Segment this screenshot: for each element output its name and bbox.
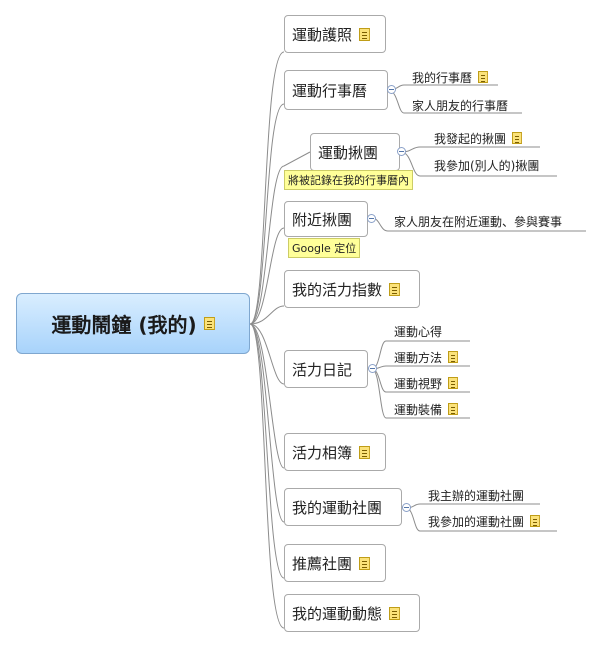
- sub-node[interactable]: 家人朋友在附近運動、參與賽事: [394, 212, 562, 230]
- root-label: 運動鬧鐘 (我的): [51, 313, 197, 337]
- root-node[interactable]: 運動鬧鐘 (我的): [16, 293, 250, 354]
- collapse-toggle-icon[interactable]: [367, 214, 376, 223]
- note-icon[interactable]: [448, 377, 459, 389]
- note-icon[interactable]: [359, 445, 371, 459]
- note-icon[interactable]: [389, 282, 401, 296]
- sub-node[interactable]: 家人朋友的行事曆: [412, 96, 508, 114]
- node-vitality-index[interactable]: 我的活力指數: [284, 270, 420, 308]
- note-icon[interactable]: [359, 27, 371, 41]
- node-label: 我的活力指數: [292, 280, 383, 299]
- note-icon[interactable]: [448, 403, 459, 415]
- sub-node-label: 我參加的運動社團: [428, 514, 525, 529]
- node-sports-passport[interactable]: 運動護照: [284, 15, 386, 53]
- node-label: 運動護照: [292, 25, 353, 44]
- sub-node[interactable]: 運動方法: [394, 348, 459, 366]
- sub-node[interactable]: 我主辦的運動社團: [428, 486, 524, 504]
- collapse-toggle-icon[interactable]: [387, 85, 396, 94]
- sub-node-label: 家人朋友在附近運動、參與賽事: [394, 214, 563, 229]
- collapse-toggle-icon[interactable]: [368, 364, 377, 373]
- node-sports-group[interactable]: 運動揪團: [310, 133, 400, 171]
- sub-node-label: 我的行事曆: [412, 70, 473, 85]
- note-icon[interactable]: [203, 317, 215, 330]
- sub-node-label: 我參加(別人的)揪團: [434, 158, 540, 173]
- callout-tag: 將被記錄在我的行事曆內: [284, 170, 413, 190]
- sub-node-label: 運動心得: [394, 324, 443, 339]
- note-icon[interactable]: [530, 515, 541, 527]
- sub-node-label: 我主辦的運動社團: [428, 488, 525, 503]
- callout-tag: Google 定位: [288, 238, 361, 258]
- node-nearby-groups[interactable]: 附近揪團: [284, 201, 368, 237]
- node-label: 活力日記: [292, 360, 353, 379]
- sub-node[interactable]: 我參加的運動社團: [428, 512, 541, 530]
- sub-node-label: 我發起的揪團: [434, 131, 507, 146]
- sub-node[interactable]: 運動視野: [394, 374, 459, 392]
- node-vitality-diary[interactable]: 活力日記: [284, 350, 368, 388]
- note-icon[interactable]: [359, 556, 371, 570]
- sub-node-label: 運動裝備: [394, 402, 443, 417]
- note-icon[interactable]: [448, 351, 459, 363]
- node-my-sports-clubs[interactable]: 我的運動社團: [284, 488, 402, 526]
- note-icon[interactable]: [389, 606, 401, 620]
- sub-node[interactable]: 運動心得: [394, 322, 442, 340]
- sub-node-label: 運動視野: [394, 376, 443, 391]
- sub-node[interactable]: 我參加(別人的)揪團: [434, 156, 539, 174]
- node-label: 推薦社團: [292, 554, 353, 573]
- sub-node[interactable]: 運動裝備: [394, 400, 459, 418]
- sub-node-label: 家人朋友的行事曆: [412, 98, 509, 113]
- node-sports-calendar[interactable]: 運動行事曆: [284, 70, 388, 110]
- node-label: 運動揪團: [318, 143, 379, 162]
- sub-node[interactable]: 我發起的揪團: [434, 129, 523, 147]
- node-label: 運動行事曆: [292, 81, 368, 100]
- node-label: 活力相簿: [292, 443, 353, 462]
- node-my-sports-activity[interactable]: 我的運動動態: [284, 594, 420, 632]
- sub-node-label: 運動方法: [394, 350, 443, 365]
- node-label: 我的運動動態: [292, 604, 383, 623]
- note-icon[interactable]: [478, 71, 489, 83]
- collapse-toggle-icon[interactable]: [397, 147, 406, 156]
- note-icon[interactable]: [512, 132, 523, 144]
- node-label: 我的運動社團: [292, 498, 383, 517]
- sub-node[interactable]: 我的行事曆: [412, 68, 489, 86]
- collapse-toggle-icon[interactable]: [402, 503, 411, 512]
- node-vitality-album[interactable]: 活力相簿: [284, 433, 386, 471]
- node-label: 附近揪團: [292, 210, 353, 229]
- node-recommended-clubs[interactable]: 推薦社團: [284, 544, 386, 582]
